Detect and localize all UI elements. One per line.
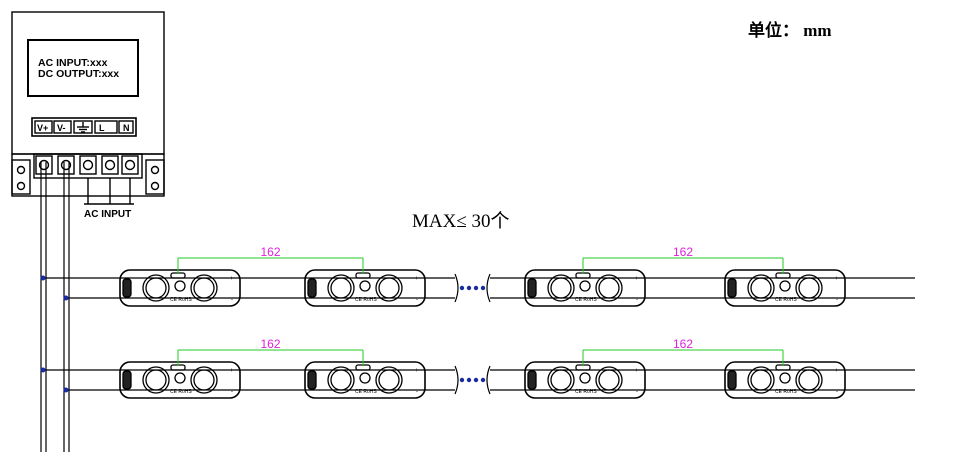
continuation-dot: [466, 377, 472, 383]
module-minus-label: -: [416, 389, 418, 395]
led-module: CE RoHS + -: [304, 269, 426, 307]
module-code-label: CE RoHS: [170, 297, 192, 303]
spacing-dimension: 162: [177, 245, 364, 274]
continuation-dot: [466, 285, 472, 291]
module-code-label: CE RoHS: [575, 297, 597, 303]
module-code-label: CE RoHS: [775, 297, 797, 303]
module-code-label: CE RoHS: [775, 389, 797, 395]
module-minus-label: -: [836, 297, 838, 303]
spacing-label: 162: [260, 245, 280, 259]
led-module: CE RoHS + -: [119, 361, 241, 399]
spacing-dimension: 162: [177, 337, 364, 366]
module-minus-label: -: [636, 389, 638, 395]
module-code-label: CE RoHS: [355, 389, 377, 395]
led-module: CE RoHS + -: [724, 361, 846, 399]
continuation-dot: [473, 377, 479, 383]
junction-dot: [63, 295, 69, 301]
module-code-label: CE RoHS: [170, 389, 192, 395]
screw-terminal: [101, 155, 119, 175]
module-code-label: CE RoHS: [575, 389, 597, 395]
dc-output-spec-label: DC OUTPUT:xxx: [38, 68, 119, 80]
terminal-vminus-label: V-: [57, 123, 66, 133]
module-plus-label: +: [230, 276, 234, 282]
screw-terminal: [121, 155, 139, 175]
led-module: CE RoHS + -: [119, 269, 241, 307]
module-plus-label: +: [415, 368, 419, 374]
module-minus-label: -: [231, 389, 233, 395]
terminal-n-label: N: [123, 123, 130, 133]
module-minus-label: -: [416, 297, 418, 303]
module-plus-label: +: [635, 368, 639, 374]
spacing-label: 162: [673, 245, 693, 259]
screw-terminal: [35, 155, 53, 175]
max-modules-label: MAX≤ 30个: [412, 210, 510, 232]
led-module: CE RoHS + -: [724, 269, 846, 307]
module-plus-label: +: [230, 368, 234, 374]
module-code-label: CE RoHS: [355, 297, 377, 303]
module-minus-label: -: [636, 297, 638, 303]
dc-output-wires: [40, 162, 70, 452]
spacing-dimension: 162: [582, 245, 784, 274]
power-supply: [11, 11, 165, 205]
spacing-dimension: 162: [582, 337, 784, 366]
continuation-dot: [480, 285, 486, 291]
module-plus-label: +: [835, 276, 839, 282]
terminal-vplus-label: V+: [37, 123, 48, 133]
module-minus-label: -: [836, 389, 838, 395]
junction-dot: [63, 387, 69, 393]
continuation-dot: [480, 377, 486, 383]
continuation-dot: [459, 285, 465, 291]
module-plus-label: +: [415, 276, 419, 282]
led-module: CE RoHS + -: [304, 361, 426, 399]
led-module: CE RoHS + -: [524, 361, 646, 399]
led-module-row: CE RoHS + - CE RoHS + - CE RoHS + - CE RoHS + - 162 1…: [40, 245, 915, 307]
spacing-label: 162: [260, 337, 280, 351]
led-module-row: CE RoHS + - CE RoHS + - CE RoHS + - CE RoHS + - 162 1…: [40, 337, 915, 399]
continuation-dot: [473, 285, 479, 291]
terminal-l-label: L: [99, 123, 105, 133]
screw-terminal: [57, 155, 75, 175]
screw-terminal: [79, 155, 97, 175]
ac-input-spec-label: AC INPUT:xxx: [38, 57, 108, 69]
led-module: CE RoHS + -: [524, 269, 646, 307]
unit-label: 单位： mm: [748, 20, 832, 40]
module-minus-label: -: [231, 297, 233, 303]
spacing-label: 162: [673, 337, 693, 351]
continuation-dot: [459, 377, 465, 383]
module-plus-label: +: [835, 368, 839, 374]
junction-dot: [40, 367, 46, 373]
module-plus-label: +: [635, 276, 639, 282]
junction-dot: [40, 275, 46, 281]
ac-input-caption: AC INPUT: [84, 209, 131, 220]
